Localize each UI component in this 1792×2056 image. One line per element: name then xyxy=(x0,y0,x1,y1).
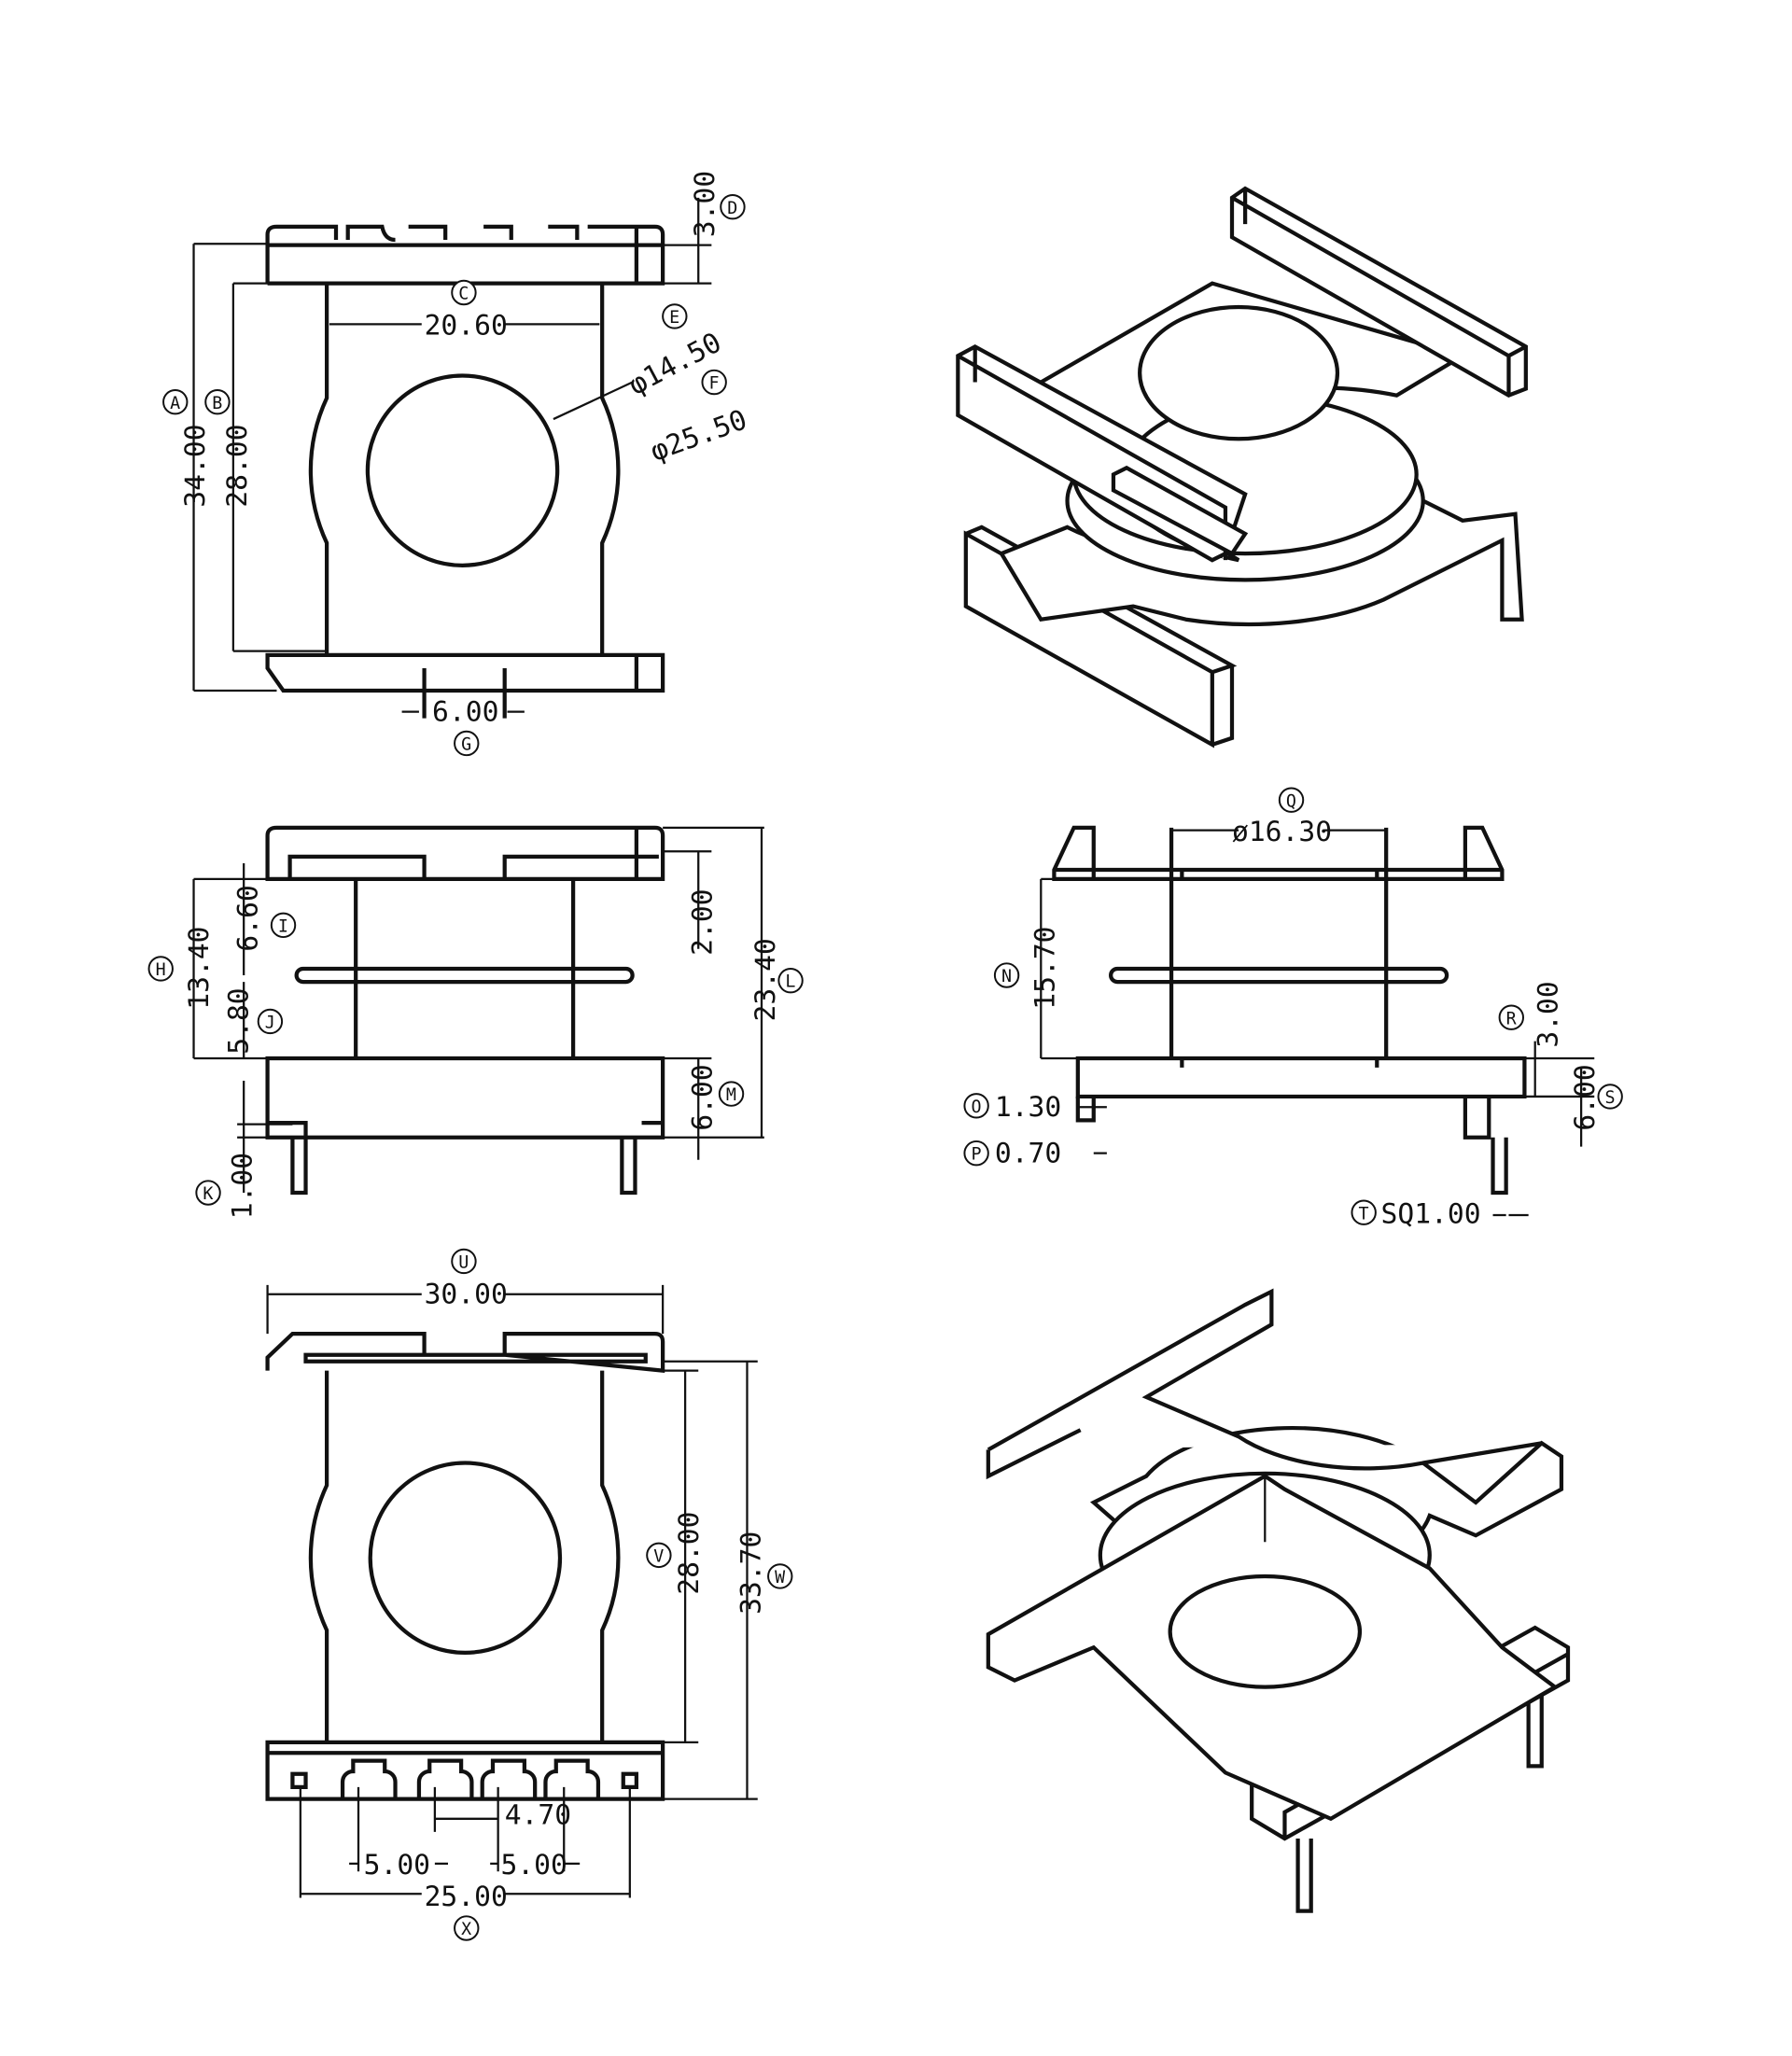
dim-T-value: SQ1.00 xyxy=(1381,1196,1481,1229)
label-X: X xyxy=(461,1920,471,1939)
dim-F-value: φ25.50 xyxy=(646,402,751,468)
label-Q: Q xyxy=(1286,791,1296,811)
label-P: P xyxy=(971,1145,981,1165)
dim-C-value: 20.60 xyxy=(425,309,508,342)
label-F: F xyxy=(709,374,720,394)
label-G: G xyxy=(461,735,471,755)
dim-Q-value: ø16.30 xyxy=(1232,815,1332,847)
label-A: A xyxy=(170,394,180,413)
front-section-view: Q ø16.30 N 15.70 O 1.30 P 0.70 R 3.00 6.… xyxy=(963,787,1623,1230)
label-V: V xyxy=(653,1546,664,1566)
dim-X-value: 25.00 xyxy=(425,1880,508,1912)
label-S: S xyxy=(1605,1088,1616,1108)
label-W: W xyxy=(775,1568,786,1587)
label-H: H xyxy=(156,960,166,980)
dim-pin-offset-value: 4.70 xyxy=(505,1797,571,1830)
dim-N-value: 15.70 xyxy=(1028,926,1060,1009)
dim-H-value: 13.40 xyxy=(182,926,215,1009)
label-O: O xyxy=(971,1098,981,1117)
dim-U-value: 30.00 xyxy=(425,1278,508,1310)
dim-B-value: 28.00 xyxy=(220,424,253,507)
dim-top-gap-value: 2.00 xyxy=(685,888,718,955)
label-K: K xyxy=(203,1184,213,1204)
dim-W-value: 33.70 xyxy=(735,1532,767,1615)
dim-pitch-right-value: 5.00 xyxy=(500,1848,567,1881)
dim-M-value: 6.00 xyxy=(685,1064,718,1130)
top-view: A 34.00 B 28.00 C 20.60 D 3.00 E φ14.50 … xyxy=(162,171,751,757)
dim-P-value: 0.70 xyxy=(995,1137,1061,1169)
label-I: I xyxy=(278,916,288,936)
side-view: H 13.40 6.60 I 5.80 J K 1.00 2.00 23.40 … xyxy=(147,825,804,1219)
label-E: E xyxy=(669,308,679,328)
label-U: U xyxy=(458,1253,469,1273)
label-R: R xyxy=(1506,1009,1518,1028)
label-M: M xyxy=(726,1085,736,1105)
isometric-view-bottom xyxy=(986,1288,1571,1913)
dim-K-value: 1.00 xyxy=(226,1153,259,1219)
label-N: N xyxy=(1001,967,1012,986)
label-B: B xyxy=(212,394,222,413)
dim-D-value: 3.00 xyxy=(688,171,721,237)
dim-J-value: 5.80 xyxy=(221,987,254,1054)
dim-R-value: 3.00 xyxy=(1532,981,1564,1047)
dim-I-value: 6.60 xyxy=(231,885,263,951)
dim-L-value: 23.40 xyxy=(749,938,781,1021)
label-C: C xyxy=(458,285,469,304)
isometric-view-top xyxy=(956,186,1528,748)
label-L: L xyxy=(785,972,795,992)
label-T: T xyxy=(1359,1204,1369,1224)
label-J: J xyxy=(265,1013,275,1032)
dim-G-value: 6.00 xyxy=(432,694,498,727)
dim-S-value: 6.00 xyxy=(1568,1064,1601,1130)
dim-pitch-left-value: 5.00 xyxy=(364,1848,430,1881)
dim-V-value: 28.00 xyxy=(672,1511,705,1594)
dim-A-value: 34.00 xyxy=(178,424,211,507)
bottom-view: U 30.00 V 28.00 33.70 W 4.70 5.00 5.00 2… xyxy=(265,1248,793,1941)
label-D: D xyxy=(727,199,737,218)
dim-O-value: 1.30 xyxy=(995,1090,1061,1123)
